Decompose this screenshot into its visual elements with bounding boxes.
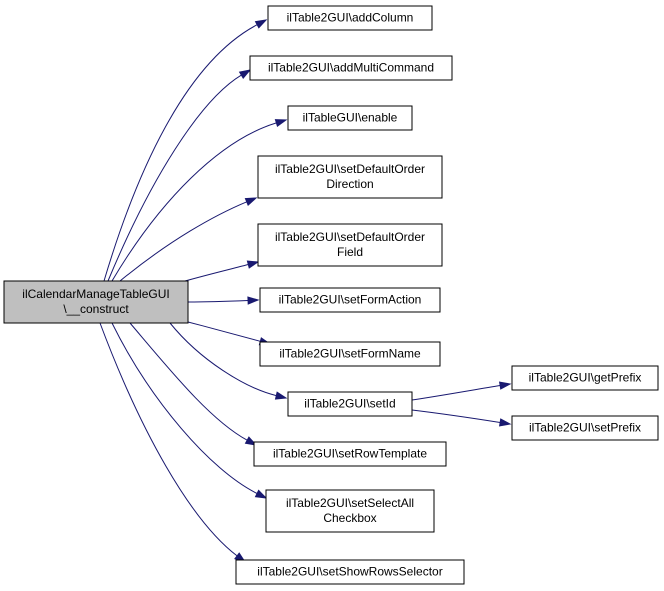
arrowhead-icon	[238, 69, 252, 79]
node-box	[235, 559, 465, 585]
node-setFormAction[interactable]: ilTable2GUI\setFormAction	[259, 287, 441, 313]
edge-line	[411, 409, 501, 423]
node-box	[3, 280, 189, 324]
edge-setId-to-getPrefix	[411, 381, 512, 401]
arrowhead-icon	[274, 119, 288, 128]
edge-setId-to-setPrefix	[411, 409, 512, 427]
edge-line	[103, 24, 258, 282]
edge-line	[187, 300, 249, 303]
node-label: Field	[337, 245, 363, 259]
edge-root-to-setDefaultOrderDirection	[119, 197, 258, 282]
edge-line	[184, 264, 249, 282]
node-label: ilTable2GUI\addMultiCommand	[268, 61, 434, 75]
edge-line	[107, 74, 242, 282]
edge-line	[411, 385, 501, 401]
edge-line	[119, 201, 247, 282]
node-label: ilCalendarManageTableGUI	[22, 287, 169, 301]
node-box	[511, 365, 659, 391]
node-box	[267, 5, 433, 31]
node-box	[257, 223, 443, 267]
arrowhead-icon	[254, 489, 268, 499]
node-label: ilTable2GUI\setPrefix	[529, 421, 641, 435]
edge-root-to-addColumn	[103, 19, 268, 282]
arrowhead-icon	[244, 197, 258, 206]
call-edges	[99, 19, 512, 563]
edge-line	[99, 322, 238, 557]
edge-root-to-setId	[169, 322, 288, 400]
arrowhead-icon	[246, 260, 260, 269]
call-nodes: ilCalendarManageTableGUI\__construct ilTa…	[3, 5, 659, 585]
arrowhead-icon	[247, 296, 260, 305]
node-box	[287, 105, 413, 131]
edge-line	[169, 322, 277, 397]
edge-root-to-setFormName	[187, 321, 272, 346]
node-label: Checkbox	[323, 511, 376, 525]
node-label: ilTable2GUI\setShowRowsSelector	[257, 565, 442, 579]
node-label: ilTableGUI\enable	[303, 111, 398, 125]
node-box	[249, 55, 453, 81]
node-label: Direction	[326, 177, 373, 191]
node-label: ilTable2GUI\setDefaultOrder	[275, 230, 425, 244]
edge-root-to-setDefaultOrderField	[184, 260, 260, 282]
node-box	[253, 441, 447, 467]
node-box	[511, 415, 659, 441]
node-setId[interactable]: ilTable2GUI\setId	[287, 391, 413, 417]
edge-root-to-setRowTemplate	[129, 322, 258, 446]
node-setShowRowsSelector[interactable]: ilTable2GUI\setShowRowsSelector	[235, 559, 465, 585]
edge-root-to-setFormAction	[187, 296, 260, 305]
arrowhead-icon	[244, 436, 258, 446]
edge-line	[111, 322, 258, 494]
edge-line	[187, 321, 261, 342]
node-label: ilTable2GUI\getPrefix	[529, 371, 642, 385]
edge-root-to-addMultiCommand	[107, 69, 252, 282]
node-root[interactable]: ilCalendarManageTableGUI\__construct	[3, 280, 189, 324]
node-label: ilTable2GUI\setFormAction	[279, 293, 422, 307]
node-box	[257, 155, 443, 199]
arrowhead-icon	[498, 381, 512, 390]
node-label: \__construct	[63, 302, 129, 316]
edge-line	[129, 322, 248, 441]
node-label: ilTable2GUI\setSelectAll	[286, 496, 414, 510]
node-box	[259, 341, 441, 367]
edge-line	[111, 122, 277, 282]
node-setRowTemplate[interactable]: ilTable2GUI\setRowTemplate	[253, 441, 447, 467]
node-setPrefix[interactable]: ilTable2GUI\setPrefix	[511, 415, 659, 441]
edge-root-to-setSelectAllCheckbox	[111, 322, 268, 499]
edge-root-to-setShowRowsSelector	[99, 322, 247, 563]
node-label: ilTable2GUI\setDefaultOrder	[275, 162, 425, 176]
node-box	[265, 489, 435, 533]
node-box	[259, 287, 441, 313]
arrowhead-icon	[254, 19, 268, 29]
node-enable[interactable]: ilTableGUI\enable	[287, 105, 413, 131]
node-label: ilTable2GUI\setId	[304, 397, 395, 411]
node-addMultiCommand[interactable]: ilTable2GUI\addMultiCommand	[249, 55, 453, 81]
node-setFormName[interactable]: ilTable2GUI\setFormName	[259, 341, 441, 367]
edge-root-to-enable	[111, 119, 288, 282]
node-addColumn[interactable]: ilTable2GUI\addColumn	[267, 5, 433, 31]
node-getPrefix[interactable]: ilTable2GUI\getPrefix	[511, 365, 659, 391]
node-label: ilTable2GUI\setRowTemplate	[273, 447, 427, 461]
node-label: ilTable2GUI\addColumn	[287, 11, 414, 25]
node-label: ilTable2GUI\setFormName	[279, 347, 421, 361]
node-box	[287, 391, 413, 417]
arrowhead-icon	[274, 391, 288, 400]
arrowhead-icon	[498, 418, 512, 427]
